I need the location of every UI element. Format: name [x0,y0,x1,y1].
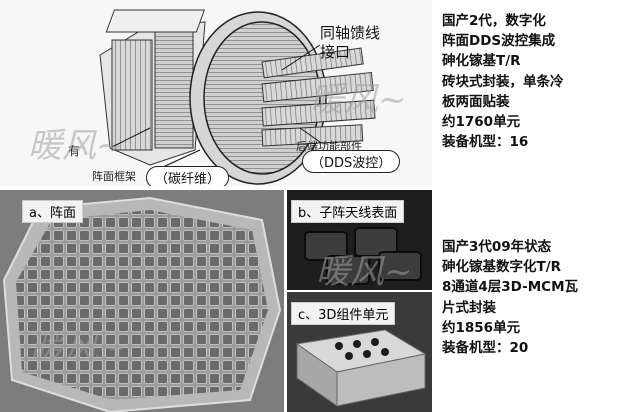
coax-callout-line-1: 同轴馈线 [320,24,381,42]
gen2-spec-line: 砷化镓基T/R [442,53,521,70]
gen2-spec-line: 约1760单元 [442,114,521,131]
gen3-spec-line: 约1856单元 [442,319,521,336]
dds-control-label: （DDS波控） [302,150,401,173]
gen2-spec-line: 阵面DDS波控集成 [442,33,556,50]
gen3-spec-line: 砷化镓基数字化T/R [442,259,562,276]
subarray-surface-photo: b、子阵天线表面 [287,190,432,290]
array-drawing-graphic [99,9,376,185]
gen3-spec-line: 装备机型：20 [442,340,529,357]
3d-module-label: c、3D组件单元 [291,302,396,325]
gen3-spec-line: 国产3代09年状态 [442,239,552,255]
carbon-fiber-label: （碳纤维） [146,166,230,186]
subarray-surface-label: b、子阵天线表面 [291,200,405,223]
array-drawing-gen2: 同轴馈线 接口 有 阵面框架 后端功能部件 （碳纤维） （DDS波控） [0,0,432,186]
array-face-label: a、阵面 [22,200,83,223]
backend-parts-label: 后端功能部件 [296,140,362,153]
gen3-spec-line: 片式封装 [442,299,496,316]
gen2-spec-line: 砖块式封装，单条冷 [442,73,564,90]
coax-callout-line-2: 接口 [320,43,351,61]
3d-module-photo: c、3D组件单元 [287,292,432,412]
partial-label: 有 [68,144,81,158]
gen3-spec-list: 国产3代09年状态 砷化镓基数字化T/R 8通道4层3D-MCM瓦 片式封装 约… [442,237,578,358]
gen2-spec-line: 板两面贴装 [442,93,510,110]
array-frame-label: 阵面框架 [92,170,136,183]
array-face-photo: a、阵面 [0,190,284,412]
coax-interface-callout: 同轴馈线 接口 [320,24,380,62]
gen3-spec-line: 8通道4层3D-MCM瓦 [442,279,579,296]
gen2-spec-line: 装备机型：16 [442,134,529,151]
gen2-spec-line: 国产2代，数字化 [442,13,546,29]
array-face-graphic [0,190,284,412]
gen2-spec-list: 国产2代，数字化 阵面DDS波控集成 砷化镓基T/R 砖块式封装，单条冷 板两面… [442,11,564,152]
